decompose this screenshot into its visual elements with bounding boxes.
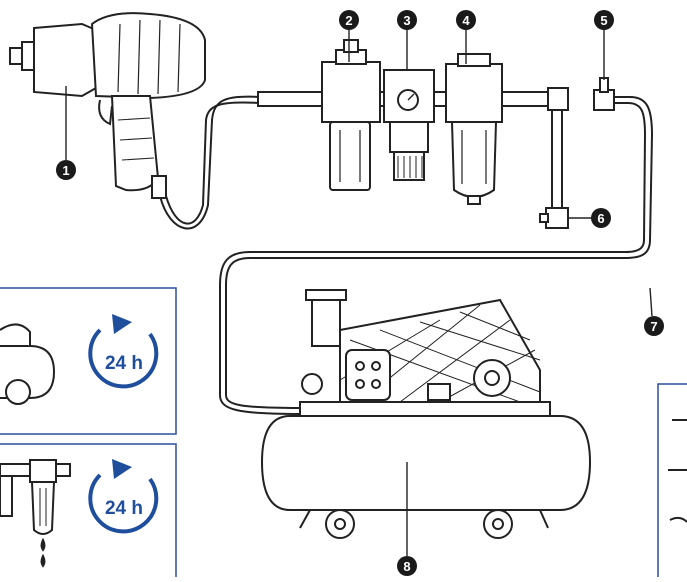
callout-label-7: 7 bbox=[650, 319, 657, 334]
drain-valve bbox=[539, 207, 569, 229]
lubricator bbox=[445, 53, 503, 205]
interval-badge-compressor: 24 h bbox=[88, 314, 159, 389]
compressor bbox=[260, 289, 592, 539]
air-hose bbox=[159, 95, 654, 415]
ball-valve bbox=[593, 77, 615, 111]
callout-6: 6 bbox=[591, 208, 611, 228]
callout-4: 4 bbox=[456, 10, 476, 30]
interval-label-compressor: 24 h bbox=[105, 353, 143, 374]
callout-label-3: 3 bbox=[403, 13, 410, 28]
callout-label-8: 8 bbox=[403, 559, 410, 574]
filter bbox=[321, 39, 381, 191]
callout-label-6: 6 bbox=[597, 211, 604, 226]
callout-label-4: 4 bbox=[462, 13, 470, 28]
callout-7: 7 bbox=[644, 316, 664, 336]
callout-label-1: 1 bbox=[62, 163, 69, 178]
callout-1: 1 bbox=[56, 160, 76, 180]
interval-badge-filter-unit: 24 h bbox=[88, 459, 159, 534]
compressor-thumbnail bbox=[0, 323, 56, 405]
maintenance-panel-partial-right bbox=[657, 383, 687, 582]
maintenance-panel-compressor: 24 h bbox=[0, 287, 177, 435]
regulator bbox=[383, 69, 435, 181]
leader-lines bbox=[65, 30, 653, 556]
callout-5: 5 bbox=[594, 10, 614, 30]
callout-8: 8 bbox=[397, 556, 417, 576]
impact-wrench bbox=[9, 12, 206, 199]
filter-unit-thumbnail bbox=[0, 459, 71, 568]
callout-2: 2 bbox=[339, 10, 359, 30]
maintenance-panel-filter-unit: 24 h bbox=[0, 443, 177, 582]
callout-3: 3 bbox=[397, 10, 417, 30]
callout-label-5: 5 bbox=[600, 13, 607, 28]
interval-label-filter-unit: 24 h bbox=[105, 498, 143, 519]
callout-label-2: 2 bbox=[345, 13, 352, 28]
frl-unit bbox=[257, 39, 615, 229]
